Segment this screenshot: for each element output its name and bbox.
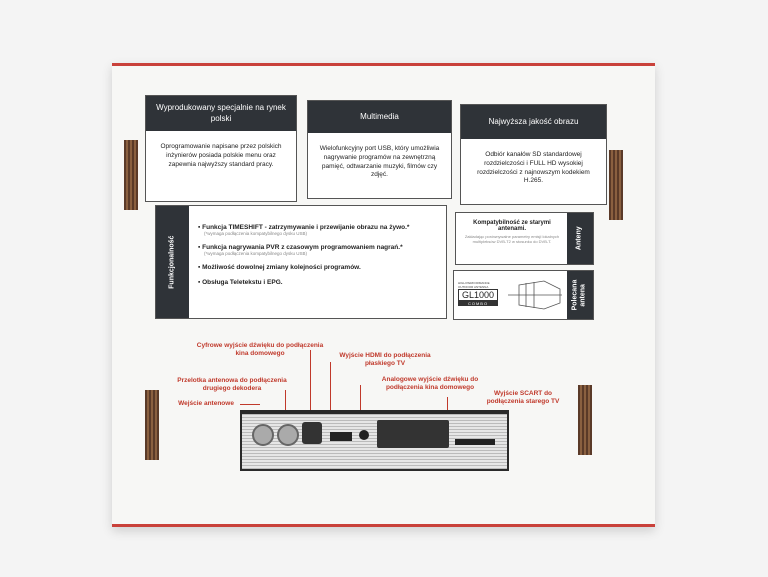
optical-port bbox=[302, 422, 322, 444]
port-label: Analogowe wyjście dźwięku do podłączenia… bbox=[381, 376, 479, 392]
card-title: Multimedia bbox=[308, 101, 451, 133]
features-title: Funkcjonalność bbox=[168, 235, 176, 289]
box-flap bbox=[578, 385, 592, 455]
card-body: Odbiór kanałów SD standardowej rozdzielc… bbox=[477, 151, 590, 185]
port-label: Wyjście SCART do podłączenia starego TV bbox=[486, 390, 560, 406]
feature-item: ▪ Obsługa Teletekstu i EPG. bbox=[198, 279, 283, 286]
features-panel: Funkcjonalność ▪ Funkcja TIMESHIFT - zat… bbox=[155, 205, 447, 319]
card-body: Oprogramowanie napisane przez polskich i… bbox=[160, 143, 282, 168]
card-body: Wielofunkcyjny port USB, który umożliwia… bbox=[319, 145, 440, 179]
antenna-image bbox=[508, 280, 562, 310]
antenna-panel: Kompatybilność ze starymi antenami. Zakł… bbox=[455, 212, 594, 265]
hdmi-port bbox=[330, 432, 352, 441]
decoder-device bbox=[240, 410, 509, 471]
antenna-in-port bbox=[252, 424, 274, 446]
feature-item: ▪ Możliwość dowolnej zmiany kolejności p… bbox=[198, 264, 361, 271]
port-label: Wejście antenowe bbox=[178, 400, 234, 407]
port-label: Przelotka antenowa do podłączenia drugie… bbox=[177, 377, 287, 393]
recommended-title: Polecana antena bbox=[571, 279, 587, 310]
antenna-loop-port bbox=[277, 424, 299, 446]
feature-card: Multimedia Wielofunkcyjny port USB, któr… bbox=[307, 100, 452, 199]
antenna-title: Anteny bbox=[575, 226, 583, 251]
feature-card: Wyprodukowany specjalnie na rynek polski… bbox=[145, 95, 297, 202]
box-flap bbox=[124, 140, 138, 210]
card-title: Wyprodukowany specjalnie na rynek polski bbox=[146, 96, 296, 131]
feature-item: ▪ Funkcja nagrywania PVR z czasowym prog… bbox=[198, 244, 403, 256]
feature-item: ▪ Funkcja TIMESHIFT - zatrzymywanie i pr… bbox=[198, 224, 410, 236]
label-plate bbox=[455, 439, 495, 445]
antenna-logo: GL1000 bbox=[458, 289, 498, 301]
audio-port bbox=[359, 430, 369, 440]
card-title: Najwyższa jakość obrazu bbox=[461, 105, 606, 139]
box-flap bbox=[145, 390, 159, 460]
port-label: Wyjście HDMI do podłączenia płaskiego TV bbox=[339, 352, 431, 368]
port-label: Cyfrowe wyjście dźwięku do podłączenia k… bbox=[196, 342, 324, 358]
recommended-antenna-panel: HIGH PERFORMANCE OUTDOOR ANTENNA GL1000 … bbox=[453, 270, 594, 320]
feature-card: Najwyższa jakość obrazu Odbiór kanałów S… bbox=[460, 104, 607, 205]
scart-port bbox=[377, 420, 449, 448]
box-flap bbox=[609, 150, 623, 220]
